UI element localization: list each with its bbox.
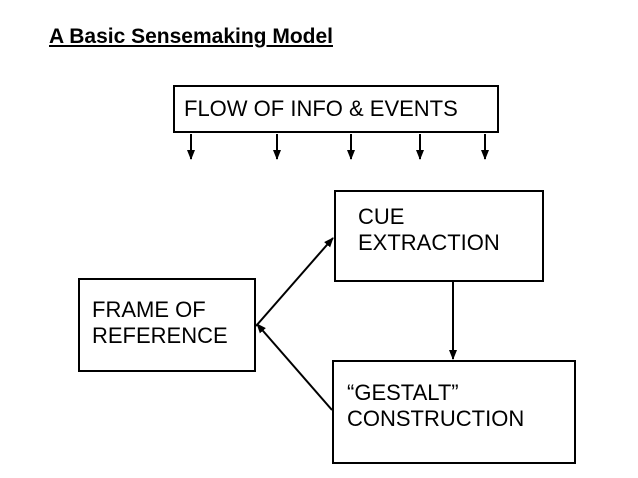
flow-of-info-box: FLOW OF INFO & EVENTS — [173, 85, 499, 133]
frame-of-reference-line-2: REFERENCE — [92, 323, 228, 349]
cue-extraction-box: CUE EXTRACTION — [334, 190, 544, 282]
frame-of-reference-label: FRAME OF REFERENCE — [92, 297, 228, 350]
flow-of-info-label: FLOW OF INFO & EVENTS — [184, 96, 458, 122]
cue-extraction-label: CUE EXTRACTION — [358, 204, 500, 257]
frame-of-reference-box: FRAME OF REFERENCE — [78, 278, 256, 372]
gestalt-construction-line-2: CONSTRUCTION — [347, 406, 525, 432]
cue-extraction-line-2: EXTRACTION — [358, 230, 500, 256]
flow-of-info-line-1: FLOW OF INFO & EVENTS — [184, 96, 458, 121]
frame-of-reference-line-1: FRAME OF — [92, 297, 206, 322]
frame-to-cue-arrow — [255, 237, 334, 327]
gestalt-construction-label: “GESTALT” CONSTRUCTION — [347, 380, 524, 433]
gestalt-construction-box: “GESTALT” CONSTRUCTION — [332, 360, 576, 464]
gestalt-construction-line-1: “GESTALT” — [347, 380, 459, 405]
cue-extraction-line-1: CUE — [358, 204, 405, 229]
gestalt-to-frame-arrow — [256, 323, 333, 411]
slide-title: A Basic Sensemaking Model — [49, 25, 333, 48]
